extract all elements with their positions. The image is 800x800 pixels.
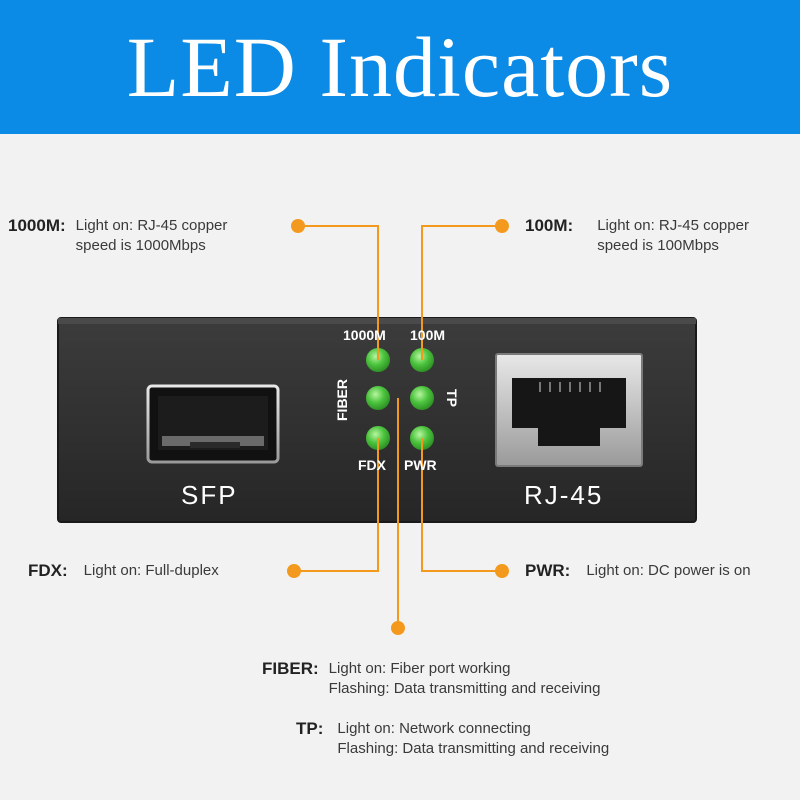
- callout-fiber-key: FIBER:: [262, 659, 319, 678]
- callout-fdx-desc: Light on: Full-duplex: [84, 561, 219, 581]
- callout-fdx-key: FDX:: [28, 561, 68, 580]
- callout-100m-line-1: Light on: RJ-45 copper: [597, 217, 749, 234]
- callout-1000m: 1000M: Light on: RJ-45 copper speed is 1…: [8, 216, 227, 256]
- dot-100m: [495, 219, 509, 233]
- leader-1000m: [298, 225, 379, 360]
- callout-1000m-key: 1000M:: [8, 216, 66, 235]
- led-fiber: [366, 386, 390, 410]
- callout-pwr-key: PWR:: [525, 561, 571, 580]
- callout-100m-desc: Light on: RJ-45 copper speed is 100Mbps: [597, 216, 749, 256]
- callout-fiber-line-1: Light on: Fiber port working: [328, 660, 511, 677]
- rj45-port: [495, 353, 643, 467]
- page-title: LED Indicators: [126, 19, 674, 115]
- header-banner: LED Indicators: [0, 0, 800, 134]
- led-label-pwr: PWR: [404, 457, 437, 473]
- led-label-fdx: FDX: [358, 457, 386, 473]
- callout-fdx: FDX: Light on: Full-duplex: [28, 561, 219, 581]
- callout-1000m-line-1: Light on: RJ-45 copper: [75, 217, 228, 234]
- rj45-label: RJ-45: [524, 480, 604, 510]
- callout-100m: 100M: Light on: RJ-45 copper speed is 10…: [525, 216, 749, 256]
- callout-tp-desc: Light on: Network connecting Flashing: D…: [337, 719, 609, 759]
- dot-fdx: [287, 564, 301, 578]
- leader-lines: [294, 225, 502, 628]
- leader-fdx: [294, 438, 379, 572]
- callout-100m-key: 100M:: [525, 216, 574, 235]
- led-label-fiber: FIBER: [334, 379, 350, 421]
- callout-fiber-line-2: Flashing: Data transmitting and receivin…: [328, 680, 601, 697]
- led-label-1000m: 1000M: [343, 327, 386, 343]
- dot-1000m: [291, 219, 305, 233]
- sfp-label: SFP: [181, 480, 238, 510]
- callout-fiber: FIBER: Light on: Fiber port working Flas…: [262, 659, 600, 699]
- led-label-100m: 100M: [410, 327, 446, 343]
- dot-fiber-tp: [391, 621, 405, 635]
- callout-tp-key: TP:: [296, 719, 324, 738]
- callout-1000m-line-2: speed is 1000Mbps: [75, 237, 206, 254]
- leader-dots: [287, 219, 509, 635]
- callout-100m-line-2: speed is 100Mbps: [597, 237, 719, 254]
- callout-tp-line-1: Light on: Network connecting: [337, 720, 531, 737]
- callout-fdx-line-1: Light on: Full-duplex: [83, 562, 219, 579]
- led-tp: [410, 386, 434, 410]
- callout-pwr: PWR: Light on: DC power is on: [525, 561, 751, 581]
- callout-1000m-desc: Light on: RJ-45 copper speed is 1000Mbps: [76, 216, 228, 256]
- leader-pwr: [421, 438, 502, 572]
- callout-pwr-line-1: Light on: DC power is on: [586, 562, 751, 579]
- callout-tp: TP: Light on: Network connecting Flashin…: [296, 719, 609, 759]
- callout-tp-line-2: Flashing: Data transmitting and receivin…: [337, 740, 610, 757]
- leader-100m: [421, 225, 502, 360]
- led-label-tp: TP: [443, 389, 460, 407]
- sfp-port: [146, 384, 280, 464]
- callout-fiber-desc: Light on: Fiber port working Flashing: D…: [329, 659, 601, 699]
- dot-pwr: [495, 564, 509, 578]
- callout-pwr-desc: Light on: DC power is on: [586, 561, 750, 581]
